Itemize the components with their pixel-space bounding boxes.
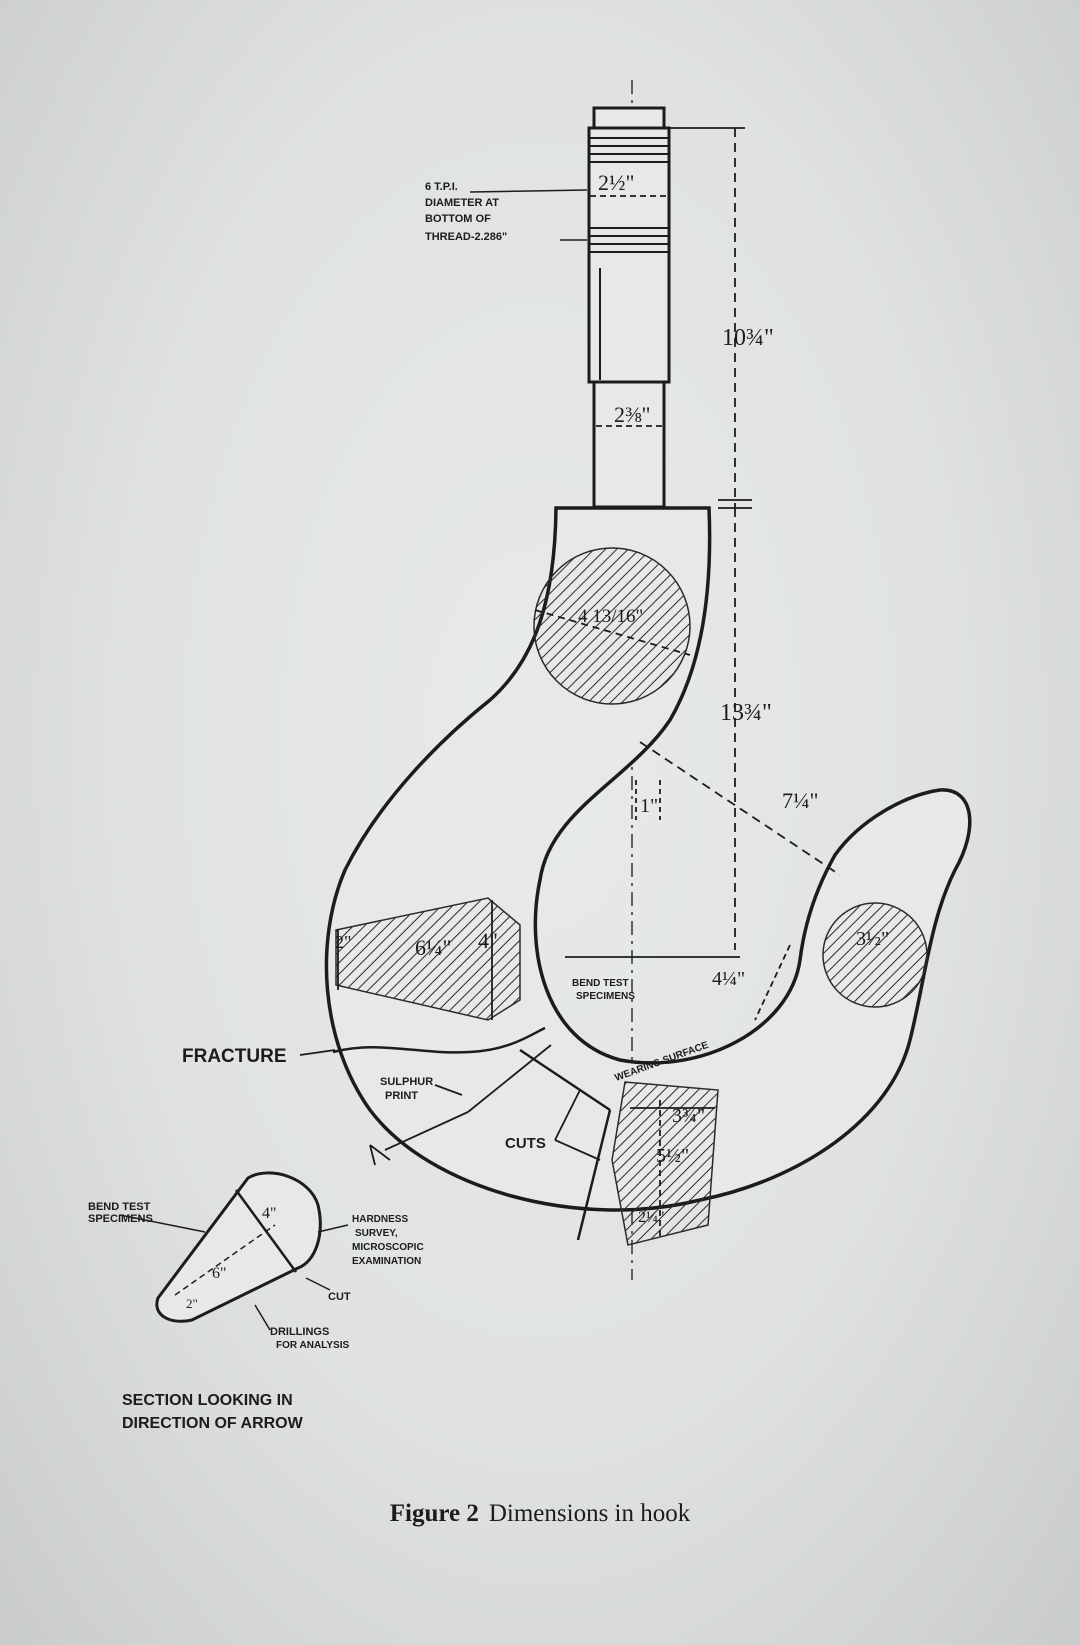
svg-text:3½": 3½" xyxy=(856,928,889,950)
svg-text:BEND TEST: BEND TEST xyxy=(88,1201,151,1213)
svg-text:2¼": 2¼" xyxy=(638,1209,665,1226)
svg-text:BOTTOM OF: BOTTOM OF xyxy=(425,213,491,225)
fracture-label: FRACTURE xyxy=(182,1046,287,1067)
svg-text:2½": 2½" xyxy=(598,170,634,195)
svg-text:1": 1" xyxy=(640,795,658,817)
svg-text:FOR ANALYSIS: FOR ANALYSIS xyxy=(276,1340,349,1351)
svg-text:SURVEY,: SURVEY, xyxy=(355,1228,398,1239)
thread-note: 6 T.P.I. DIAMETER AT BOTTOM OF THREAD-2.… xyxy=(425,181,588,243)
svg-text:13¾": 13¾" xyxy=(720,700,772,726)
svg-text:5½": 5½" xyxy=(656,1145,689,1167)
svg-text:SULPHUR: SULPHUR xyxy=(380,1076,433,1088)
section-title-line1: SECTION LOOKING IN xyxy=(122,1392,293,1409)
hatched-sections xyxy=(335,547,928,1246)
cuts-label: CUTS xyxy=(505,1135,546,1152)
figure-caption: Figure 2 Dimensions in hook xyxy=(0,1500,1080,1528)
svg-text:2": 2" xyxy=(186,1296,198,1311)
svg-text:SPECIMENS: SPECIMENS xyxy=(576,991,635,1002)
svg-text:7¼": 7¼" xyxy=(782,788,818,813)
caption-text: Dimensions in hook xyxy=(488,1500,691,1527)
svg-text:10¾": 10¾" xyxy=(722,325,774,351)
svg-text:THREAD-2.286": THREAD-2.286" xyxy=(425,231,507,243)
svg-text:PRINT: PRINT xyxy=(385,1090,418,1102)
svg-text:4": 4" xyxy=(262,1205,277,1222)
svg-text:2⅜": 2⅜" xyxy=(614,402,650,427)
svg-text:4 13/16": 4 13/16" xyxy=(578,606,643,627)
section-title-line2: DIRECTION OF ARROW xyxy=(122,1415,304,1432)
svg-text:EXAMINATION: EXAMINATION xyxy=(352,1256,421,1267)
svg-text:4¼": 4¼" xyxy=(712,968,745,990)
dimension-lines xyxy=(299,127,841,1241)
hook-body xyxy=(324,506,972,1212)
svg-text:BEND TEST: BEND TEST xyxy=(572,978,629,989)
svg-text:MICROSCOPIC: MICROSCOPIC xyxy=(352,1242,424,1253)
svg-text:DIAMETER AT: DIAMETER AT xyxy=(425,197,499,209)
svg-text:DRILLINGS: DRILLINGS xyxy=(270,1326,329,1338)
svg-text:HARDNESS: HARDNESS xyxy=(352,1214,408,1225)
dimension-values: 2½" 10¾" 2⅜" 4 13/16" 13¾" 7¼" 1" 2" 6¼"… xyxy=(186,170,889,1311)
svg-text:6": 6" xyxy=(212,1265,227,1282)
section-drawing xyxy=(119,1171,349,1331)
svg-text:6¼": 6¼" xyxy=(415,935,451,960)
svg-text:2": 2" xyxy=(335,932,351,952)
svg-text:SPECIMENS: SPECIMENS xyxy=(88,1213,153,1225)
svg-text:4": 4" xyxy=(478,928,498,953)
svg-text:3¾": 3¾" xyxy=(672,1105,705,1127)
svg-text:6 T.P.I.: 6 T.P.I. xyxy=(425,181,458,193)
hook-shank xyxy=(587,106,671,509)
caption-figure-number: Figure 2 xyxy=(389,1500,479,1527)
svg-text:CUT: CUT xyxy=(328,1291,351,1303)
